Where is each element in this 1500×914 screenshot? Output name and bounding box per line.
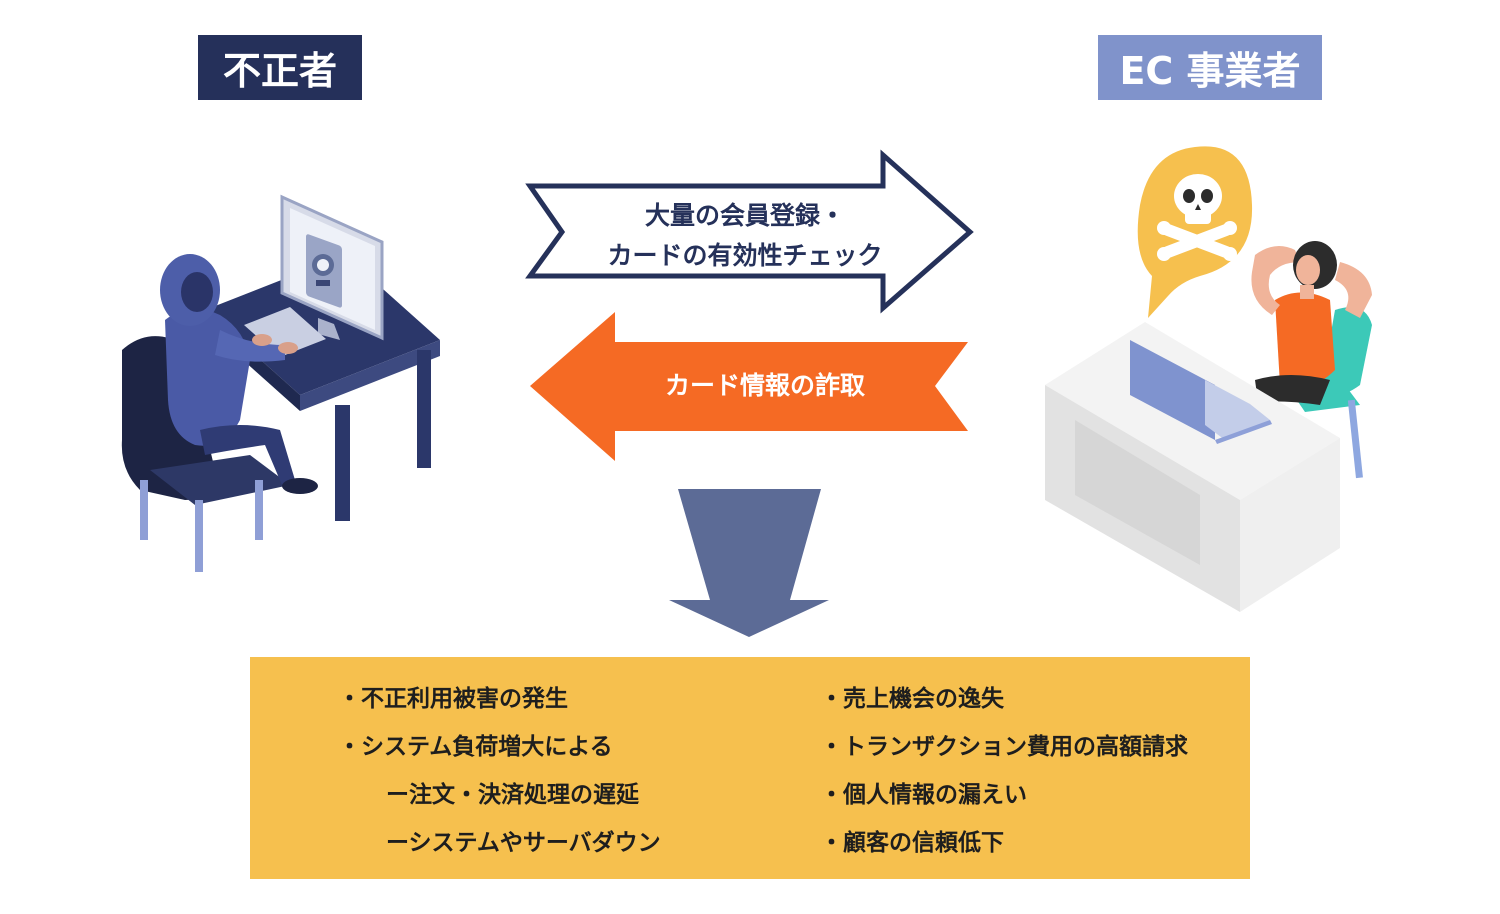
consequence-item: ・個人情報の漏えい [820,782,1027,808]
skull-speech-bubble-icon [1137,146,1253,318]
consequence-subitem: ー注文・決済処理の遅延 [386,782,639,808]
consequence-item: ・売上機会の逸失 [820,686,1004,712]
arrow-down [669,489,829,637]
consequence-item: ・システム負荷増大による [338,734,613,760]
consequences-right-column: ・売上機会の逸失 ・トランザクション費用の高額請求 ・個人情報の漏えい ・顧客の… [820,675,1188,867]
arrow-right-label: 大量の会員登録・ カードの有効性チェック [560,196,930,276]
arrow-left-label: カード情報の詐取 [664,371,865,400]
consequences-left-column: ・不正利用被害の発生 ・システム負荷増大による ー注文・決済処理の遅延 ーシステ… [338,675,661,867]
worried-person-at-desk-illustration [1045,241,1372,612]
consequence-item: ・不正利用被害の発生 [338,686,568,712]
consequence-subitem: ーシステムやサーバダウン [386,830,661,856]
arrow-right-outline [525,149,974,314]
label-ec-operator: EC 事業者 [1098,35,1322,100]
consequences-box: ・不正利用被害の発生 ・システム負荷増大による ー注文・決済処理の遅延 ーシステ… [250,657,1250,879]
arrow-left-filled [530,312,968,461]
hacker-at-desk-illustration [121,194,440,572]
consequence-item: ・トランザクション費用の高額請求 [820,734,1188,760]
arrow-right-line-2: カードの有効性チェック [607,241,883,270]
label-fraudster: 不正者 [198,35,362,100]
arrow-right-line-1: 大量の会員登録・ [644,201,845,230]
consequence-item: ・顧客の信頼低下 [820,830,1004,856]
